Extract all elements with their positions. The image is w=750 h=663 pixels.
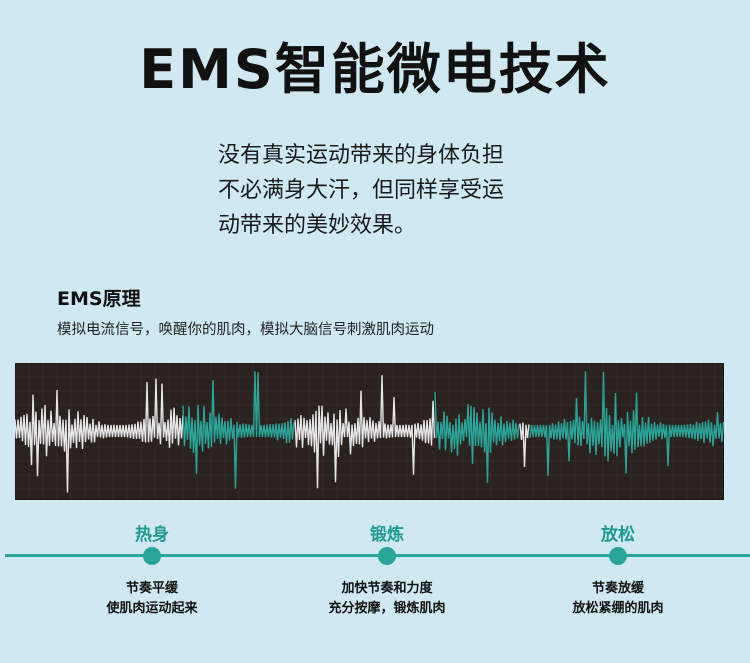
stage-desc-line: 充分按摩，锻炼肌肉	[328, 601, 446, 616]
stage-desc-line: 节奏平缓	[125, 581, 179, 596]
stage-dot	[378, 547, 396, 565]
timeline-line	[5, 554, 750, 557]
description: 没有真实运动带来的身体负担 不必满身大汗，但同样享受运 动带来的美妙效果。	[218, 138, 548, 243]
principle-title: EMS原理	[57, 288, 141, 310]
description-line: 不必满身大汗，但同样享受运	[218, 178, 505, 203]
stage-dot	[609, 547, 627, 565]
waveform-segment	[15, 378, 184, 493]
stage-desc-line: 加快节奏和力度	[341, 581, 433, 596]
principle-subtitle: 模拟电流信号，唤醒你的肌肉，模拟大脑信号刺激肌肉运动	[57, 322, 434, 338]
stage-label: 锻炼	[370, 525, 404, 545]
stage-dot	[143, 547, 161, 565]
stage-desc: 节奏平缓 使肌肉运动起来	[106, 579, 197, 619]
waveform-panel	[15, 363, 724, 500]
description-line: 没有真实运动带来的身体负担	[218, 143, 505, 168]
stage-desc: 加快节奏和力度 充分按摩，锻炼肌肉	[328, 579, 445, 619]
waveform-image	[15, 363, 724, 500]
waveform-segment	[519, 422, 530, 468]
stage-desc-line: 节奏放缓	[591, 581, 645, 596]
stage-label: 放松	[601, 525, 635, 545]
waveform-segment	[529, 371, 724, 477]
description-line: 动带来的美妙效果。	[218, 213, 417, 238]
stage-desc-line: 使肌肉运动起来	[106, 601, 198, 616]
stage-label: 热身	[135, 525, 169, 545]
waveform-segment	[182, 371, 295, 489]
stage-desc: 节奏放缓 放松紧绷的肌肉	[572, 579, 663, 619]
page-title: EMS智能微电技术	[139, 38, 611, 101]
waveform-segment	[434, 391, 520, 483]
waveform-segment	[294, 375, 436, 489]
stage-desc-line: 放松紧绷的肌肉	[572, 601, 664, 616]
